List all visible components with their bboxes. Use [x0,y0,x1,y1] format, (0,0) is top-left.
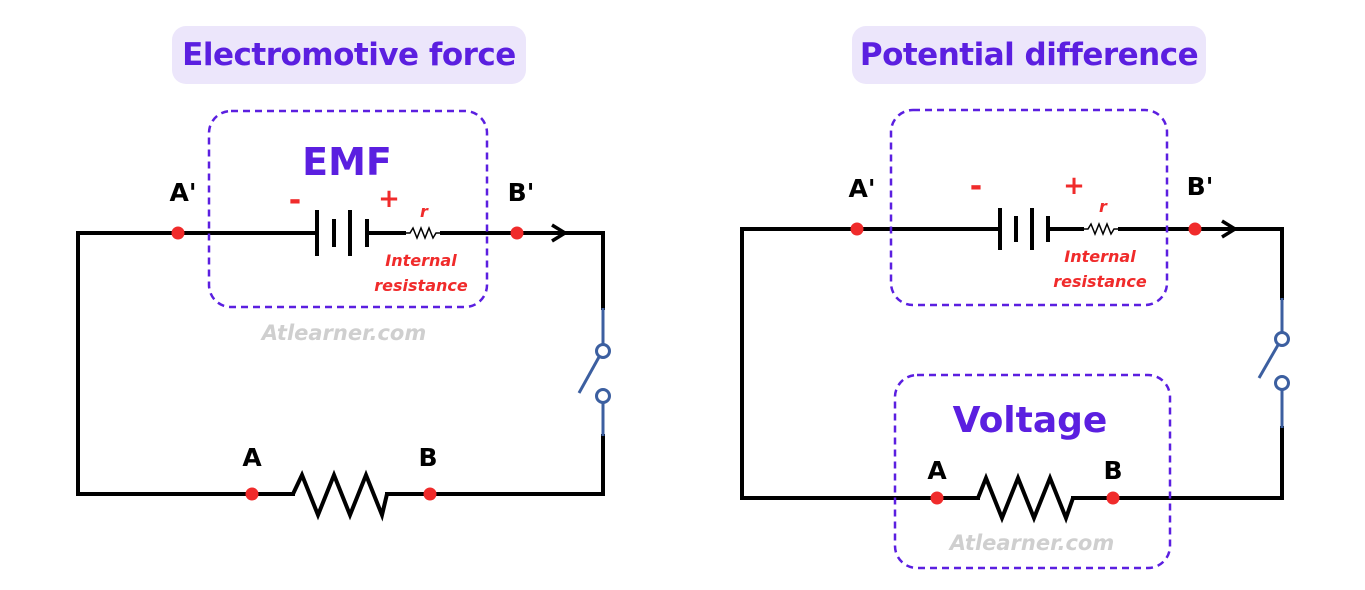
node-points [171,226,524,501]
internal-resistance-symbol: r [420,202,429,221]
load-resistor-icon [291,469,389,522]
internal-label: Internal [385,251,457,270]
watermark: Atlearner.com [260,321,426,345]
node-b-label: B [418,443,437,472]
internal-resistance-symbol: r [1099,197,1108,216]
battery-cell-icon [998,208,1050,250]
minus-sign: - [970,169,982,204]
node-points [850,222,1202,505]
switch-icon [577,308,611,436]
node-a-label: A [242,443,262,472]
emf-dashed-box [889,108,1169,307]
node-a-prime-label: A' [848,174,875,203]
voltage-dashed-box [893,373,1172,570]
node-b-prime-dot [1188,222,1202,236]
resistance-label: resistance [374,276,468,295]
resistance-label: resistance [1053,272,1147,291]
emf-panel-title: Electromotive force [172,26,526,84]
voltage-label: Voltage [953,400,1108,441]
node-b-prime-label: B' [508,178,535,207]
minus-sign: - [289,183,301,218]
emf-label: EMF [302,140,392,184]
node-b-prime-label: B' [1187,172,1214,201]
internal-label: Internal [1064,247,1136,266]
node-a-dot [245,487,259,501]
node-a-prime-dot [171,226,185,240]
watermark: Atlearner.com [948,531,1114,555]
node-b-label: B [1103,456,1122,485]
node-a-dot [930,491,944,505]
circuit-wire [76,231,605,496]
pd-panel-title: Potential difference [852,26,1206,84]
internal-resistor-icon [1082,221,1120,237]
plus-sign: + [1063,171,1085,201]
switch-icon [1257,298,1290,428]
load-resistor-icon [976,472,1075,524]
node-a-label: A [927,456,947,485]
current-arrow-icon [551,223,569,243]
node-b-dot [1106,491,1120,505]
emf-circuit: EMF - + r Internal resistance A' B' A B … [76,109,611,522]
pd-circuit: - + r Internal resistance A' B' Voltage … [740,108,1290,570]
node-a-prime-dot [850,222,864,236]
battery-cell-icon [315,210,369,256]
current-arrow-icon [1221,219,1239,239]
circuit-wire [740,227,1284,500]
internal-resistor-icon [404,225,442,241]
node-b-prime-dot [510,226,524,240]
node-a-prime-label: A' [169,178,196,207]
plus-sign: + [378,184,400,214]
node-b-dot [423,487,437,501]
